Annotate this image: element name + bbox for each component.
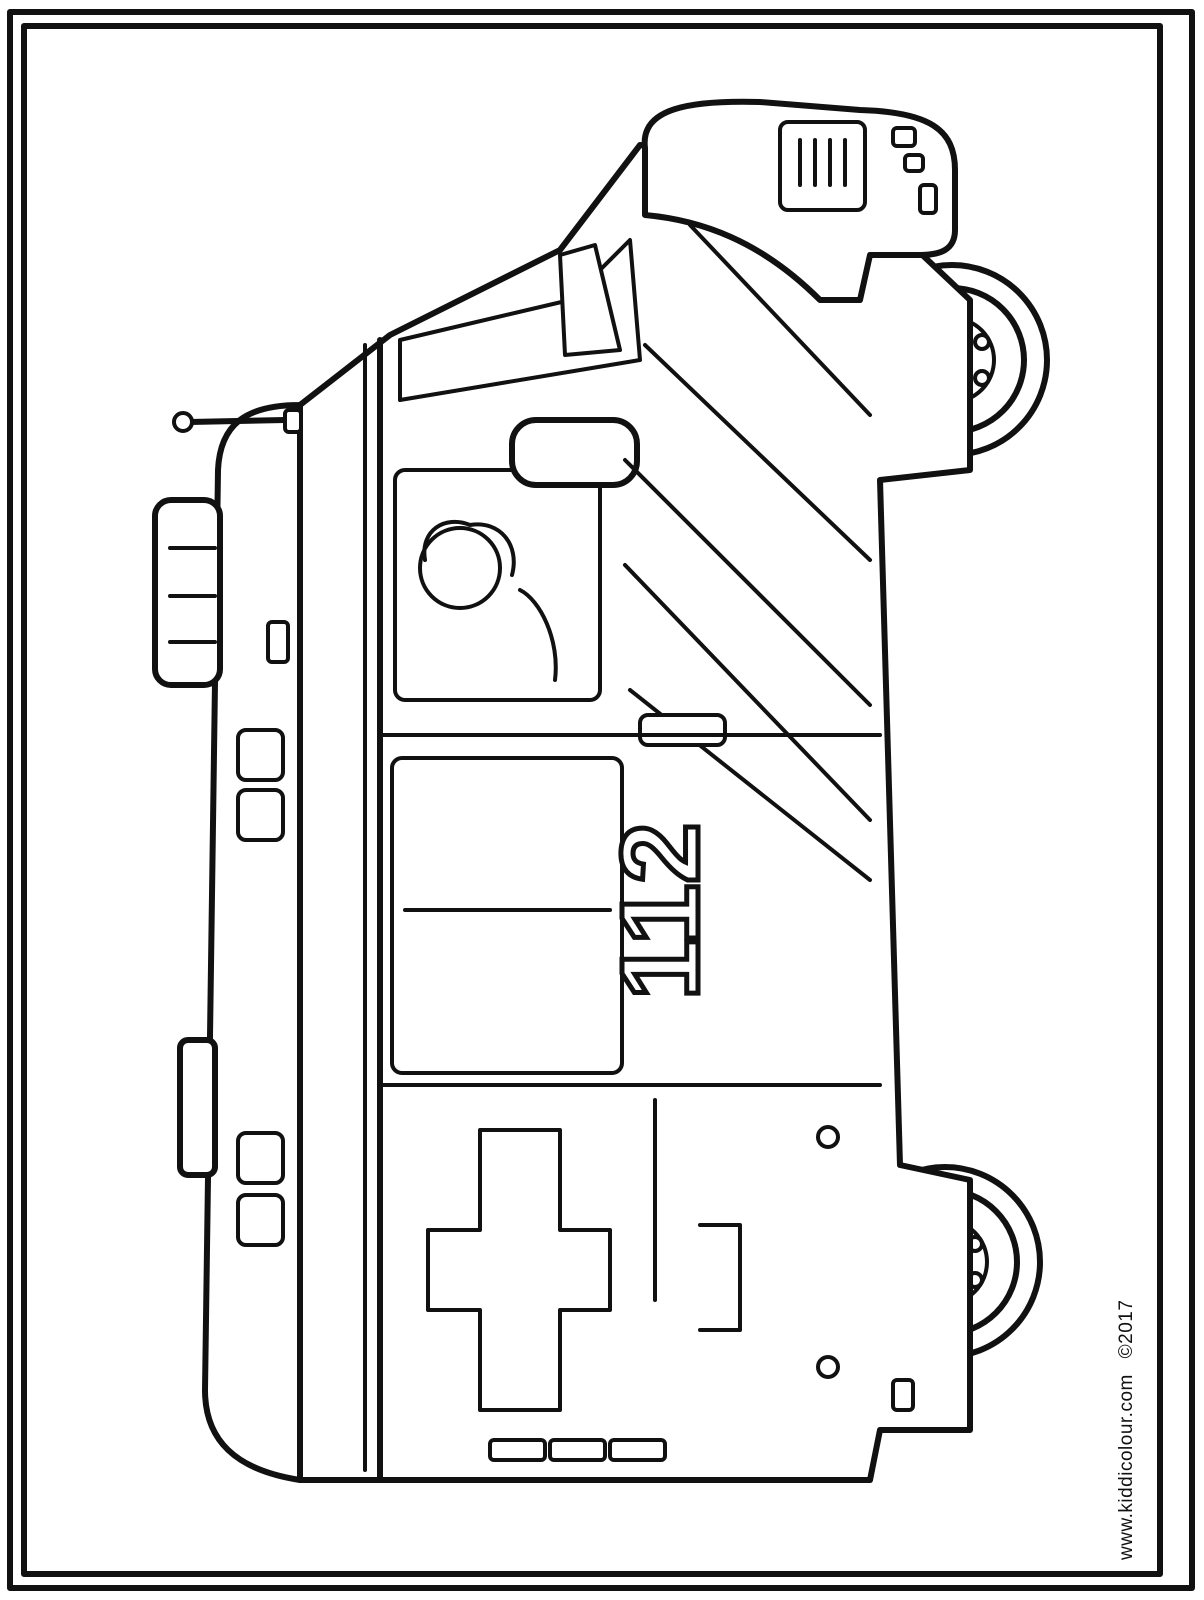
outer-border bbox=[7, 9, 1195, 1591]
side-mirror bbox=[509, 417, 640, 488]
front-grille bbox=[778, 120, 867, 212]
medical-cross bbox=[426, 1128, 612, 1412]
website-text: www.kiddicolour.com bbox=[1116, 1374, 1137, 1560]
inner-border bbox=[21, 23, 1163, 1577]
copyright-text: ©2017 bbox=[1116, 1299, 1137, 1359]
roof-light-bar bbox=[152, 497, 223, 688]
antenna bbox=[187, 417, 288, 425]
rear-window bbox=[390, 756, 624, 1075]
credit-line: www.kiddicolour.com ©2017 bbox=[1116, 1290, 1138, 1560]
driver-face bbox=[418, 526, 502, 610]
vehicle-number: 112 bbox=[599, 823, 722, 1000]
headlight bbox=[891, 126, 917, 148]
windshield bbox=[398, 238, 642, 402]
